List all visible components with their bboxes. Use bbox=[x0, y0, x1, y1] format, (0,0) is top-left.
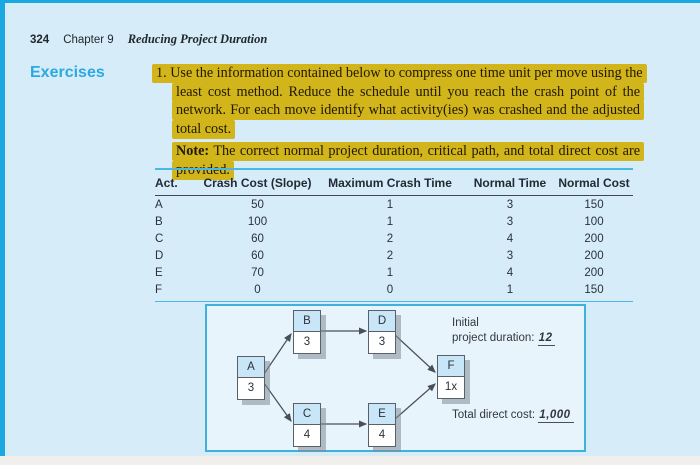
cost-value: 1,000 bbox=[538, 409, 574, 423]
total-cost-annotation: Total direct cost: 1,000 bbox=[452, 408, 574, 423]
edge-A-C bbox=[263, 382, 292, 422]
table-cell: 1 bbox=[386, 266, 394, 279]
table-cell: 0 bbox=[386, 283, 394, 296]
table-row: C 60 2 4 200 bbox=[155, 230, 633, 247]
edge-E-F bbox=[394, 383, 436, 420]
left-accent-bar bbox=[0, 0, 5, 456]
table-cell: 70 bbox=[251, 266, 264, 279]
table-cell: 50 bbox=[251, 198, 264, 211]
node-duration-value: 3 bbox=[247, 382, 255, 394]
network-edges bbox=[263, 327, 436, 428]
exercise-1-text: 1. Use the information contained below t… bbox=[152, 64, 647, 139]
cost-label: Total direct cost: bbox=[452, 409, 536, 421]
table-cell: 2 bbox=[386, 232, 394, 245]
node-id-label: A bbox=[238, 357, 264, 378]
table-cell: C bbox=[155, 232, 164, 245]
duration-value: 12 bbox=[537, 332, 556, 346]
node-id-label: B bbox=[294, 311, 320, 332]
table-cell: 3 bbox=[506, 249, 514, 262]
table-cell: 100 bbox=[247, 215, 268, 228]
table-row: A 50 1 3 150 bbox=[155, 196, 633, 214]
node-duration-value: 1x bbox=[444, 381, 458, 393]
crash-cost-table: Act.Crash Cost (Slope)Maximum Crash Time… bbox=[155, 168, 633, 302]
running-head: 324 Chapter 9 Reducing Project Duration bbox=[30, 32, 267, 47]
table-cell: 60 bbox=[251, 232, 264, 245]
table-cell: 200 bbox=[584, 266, 604, 279]
node-id-label: F bbox=[438, 356, 464, 377]
table-cell: 200 bbox=[584, 249, 604, 262]
node-id-label: C bbox=[294, 404, 320, 425]
table-cell: 2 bbox=[386, 249, 394, 262]
table-cell: B bbox=[155, 215, 163, 228]
duration-line2: project duration: bbox=[452, 332, 535, 344]
bottom-margin-strip bbox=[0, 456, 700, 465]
chapter-title: Reducing Project Duration bbox=[127, 32, 268, 46]
edge-D-F bbox=[394, 334, 436, 373]
node-id-label: D bbox=[369, 311, 395, 332]
node-id-label: E bbox=[369, 404, 395, 425]
table-cell: 60 bbox=[251, 249, 264, 262]
table-cell: 0 bbox=[254, 283, 261, 296]
table-cell: 1 bbox=[386, 198, 394, 211]
node-duration-value: 4 bbox=[303, 429, 311, 441]
column-header: Normal Time bbox=[465, 168, 555, 196]
node-duration-value: 3 bbox=[303, 336, 311, 348]
table-cell: 200 bbox=[584, 232, 604, 245]
top-accent-bar bbox=[0, 0, 700, 3]
node-duration-value: 3 bbox=[378, 336, 386, 348]
edge-A-B bbox=[263, 333, 292, 375]
note-label: Note: bbox=[176, 143, 210, 159]
table-cell: 100 bbox=[584, 215, 604, 228]
section-heading: Exercises bbox=[30, 64, 105, 81]
table-cell: F bbox=[155, 283, 163, 296]
table-cell: 1 bbox=[386, 215, 394, 228]
table-row: B 100 1 3 100 bbox=[155, 213, 633, 230]
column-header: Crash Cost (Slope) bbox=[200, 168, 315, 196]
table-cell: A bbox=[155, 198, 163, 211]
node-duration-value: 4 bbox=[378, 429, 386, 441]
table-cell: D bbox=[155, 249, 164, 262]
table-row: D 60 2 3 200 bbox=[155, 247, 633, 264]
table-cell: 150 bbox=[584, 283, 604, 296]
table-cell: 4 bbox=[506, 232, 514, 245]
table-cell: 1 bbox=[506, 283, 514, 296]
column-header: Act. bbox=[155, 168, 200, 196]
exercise-1: 1. Use the information contained below t… bbox=[152, 64, 647, 180]
page-number: 324 bbox=[30, 34, 50, 46]
initial-duration-annotation: Initial project duration: 12 bbox=[452, 316, 556, 346]
column-header: Normal Cost bbox=[555, 168, 633, 196]
duration-line1: Initial bbox=[452, 317, 479, 329]
table-cell: 150 bbox=[584, 198, 604, 211]
chapter-label: Chapter 9 bbox=[63, 34, 114, 46]
exercise-body: Use the information contained below to c… bbox=[170, 65, 643, 137]
crash-cost-table-header: Act.Crash Cost (Slope)Maximum Crash Time… bbox=[155, 168, 633, 196]
column-header: Maximum Crash Time bbox=[315, 168, 465, 196]
exercise-number: 1. bbox=[156, 65, 167, 81]
table-cell: 4 bbox=[506, 266, 514, 279]
table-cell: 3 bbox=[506, 215, 514, 228]
table-cell: 3 bbox=[506, 198, 514, 211]
table-row: F 0 0 1 150 bbox=[155, 281, 633, 301]
table-row: E 70 1 4 200 bbox=[155, 264, 633, 281]
activity-node-F: F 1x bbox=[437, 355, 465, 399]
table-cell: E bbox=[155, 266, 163, 279]
